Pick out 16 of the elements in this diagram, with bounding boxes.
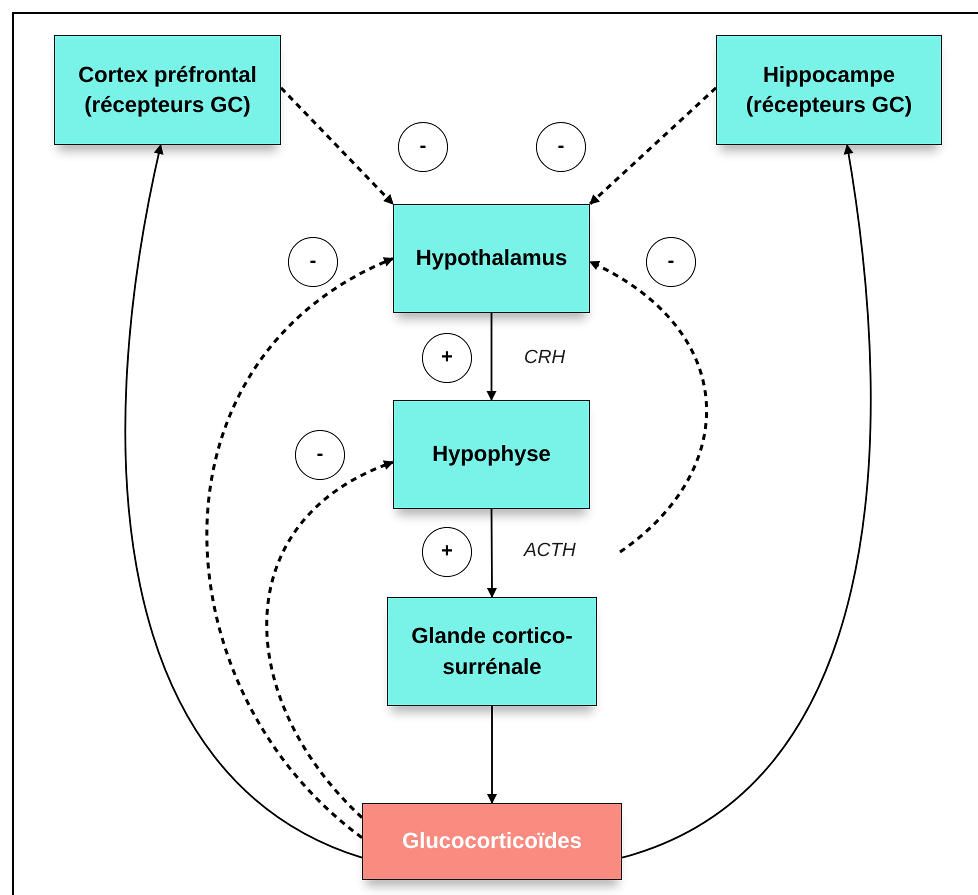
process-box: Glande cortico-surrénale <box>387 597 597 706</box>
process-box: Hippocampe (récepteurs GC) <box>716 35 942 145</box>
dashed-arrow <box>280 86 394 206</box>
process-box: Hypothalamus <box>393 204 590 313</box>
dashed-arrow <box>589 260 708 554</box>
arrow <box>487 706 497 804</box>
dashed-arrow <box>588 86 718 206</box>
process-box: Cortex préfrontal (récepteurs GC) <box>54 35 281 145</box>
dashed-arrow <box>265 460 394 819</box>
process-box: Hypophyse <box>393 400 590 509</box>
output-box: Glucocorticoïdes <box>362 803 622 880</box>
arrow <box>124 144 362 858</box>
dashed-arrow <box>205 257 394 839</box>
arrow <box>486 313 496 401</box>
arrow <box>622 144 872 859</box>
arrow <box>486 509 497 598</box>
